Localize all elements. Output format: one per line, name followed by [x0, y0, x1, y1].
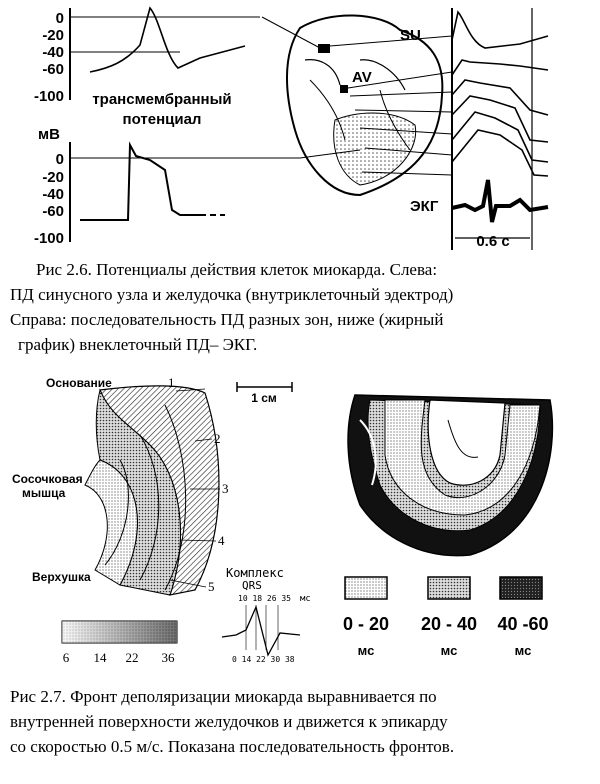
legend-swatch-0-20 [344, 576, 388, 600]
qrs-title-2: QRS [242, 579, 262, 592]
layer-number-2: 2 [214, 431, 221, 446]
figure-2-6: 0 -20 -40 -60 -100 трансмембранный потен… [34, 6, 549, 250]
legend-unit-2: мс [515, 643, 532, 658]
figure-2-7-caption-line-3: со скоростью 0.5 м/с. Показана последова… [10, 737, 455, 756]
qrs-title-1: Комплекс [226, 566, 284, 580]
top-tick-0: 0 [56, 10, 64, 27]
qrs-top-ticks: 10 18 26 35 [238, 594, 291, 603]
base-label: Основание [46, 376, 112, 390]
figure-2-6-caption-line-3: Справа: последовательность ПД разных зон… [10, 310, 444, 329]
transmembrane-label-2: потенциал [123, 111, 202, 128]
transmembrane-label-1: трансмембранный [92, 91, 231, 108]
figure-2-6-caption-line-4: график) внеклеточный ПД– ЭКГ. [18, 335, 258, 354]
bottom-tick-60: -60 [42, 203, 64, 220]
qrs-complex: Комплекс QRS 10 18 26 35 мс 0 14 22 30 3… [221, 566, 311, 664]
legend-unit-1: мс [441, 643, 458, 658]
bottom-tick-100: -100 [34, 230, 64, 247]
ecg-label: ЭКГ [410, 198, 439, 215]
top-left-chart: 0 -20 -40 -60 -100 трансмембранный потен… [34, 6, 260, 128]
scale-tick-36: 36 [162, 650, 176, 665]
scale-tick-14: 14 [94, 650, 108, 665]
ventricle-activation-map [347, 394, 554, 557]
av-label: AV [352, 69, 372, 86]
myocardium-wall-section: Основание Сосочковая мышца Верхушка 1 2 … [12, 375, 229, 596]
top-tick-100: -100 [34, 88, 64, 105]
legend-swatch-40-60 [499, 576, 543, 600]
layer-number-5: 5 [208, 579, 215, 594]
papillary-label-2: мышца [22, 486, 66, 500]
sinus-node-ap-trace [89, 6, 246, 73]
apex-label: Верхушка [32, 570, 91, 584]
legend-unit-0: мс [358, 643, 375, 658]
figure-2-7-caption-line-1: Рис 2.7. Фронт деполяризации миокарда вы… [10, 687, 437, 706]
heart-diagram: SU AV [261, 14, 453, 197]
ap-sequence-traces: ЭКГ 0.6 с [410, 8, 549, 250]
scale-tick-6: 6 [63, 650, 70, 665]
su-label: SU [400, 27, 421, 44]
top-tick-40: -40 [42, 44, 64, 61]
legend-range-0: 0 - 20 [343, 614, 389, 634]
figure-2-6-caption-line-1: Рис 2.6. Потенциалы действия клеток миок… [36, 260, 438, 279]
figure-2-6-caption-line-2: ПД синусного узла и желудочка (внутрикле… [10, 285, 454, 304]
bottom-tick-20: -20 [42, 169, 64, 186]
layer-number-3: 3 [222, 481, 229, 496]
legend-swatch-20-40 [427, 576, 471, 600]
scale-tick-22: 22 [126, 650, 139, 665]
scale-bar-label: 1 см [251, 391, 277, 405]
qrs-unit: мс [300, 594, 311, 604]
bottom-left-chart: мВ 0 -20 -40 -60 -100 [34, 126, 300, 247]
figure-2-7-caption-line-2: внутренней поверхности желудочков и движ… [10, 712, 448, 731]
legend-range-2: 40 -60 [497, 614, 548, 634]
activation-legend: 0 - 20 20 - 40 40 -60 мс мс мс [343, 576, 549, 658]
sinus-node-marker [318, 44, 330, 53]
mv-unit-label: мВ [38, 126, 60, 143]
bottom-tick-40: -40 [42, 186, 64, 203]
top-tick-20: -20 [42, 27, 64, 44]
top-tick-60: -60 [42, 61, 64, 78]
papillary-label-1: Сосочковая [12, 472, 83, 486]
scale-bar: 1 см [236, 382, 293, 405]
legend-range-1: 20 - 40 [421, 614, 477, 634]
ventricular-ap-trace [80, 141, 200, 221]
figure-2-7: Основание Сосочковая мышца Верхушка 1 2 … [12, 375, 554, 665]
bottom-tick-0: 0 [56, 151, 64, 168]
av-node-marker [340, 85, 348, 93]
layer-number-1: 1 [168, 375, 175, 390]
layer-number-4: 4 [218, 533, 225, 548]
ecg-trace [451, 179, 549, 223]
qrs-bottom-ticks: 0 14 22 30 38 [232, 655, 295, 664]
time-scale-label: 0.6 с [476, 233, 509, 250]
time-gradient-scale: 6 14 22 36 [61, 620, 178, 665]
